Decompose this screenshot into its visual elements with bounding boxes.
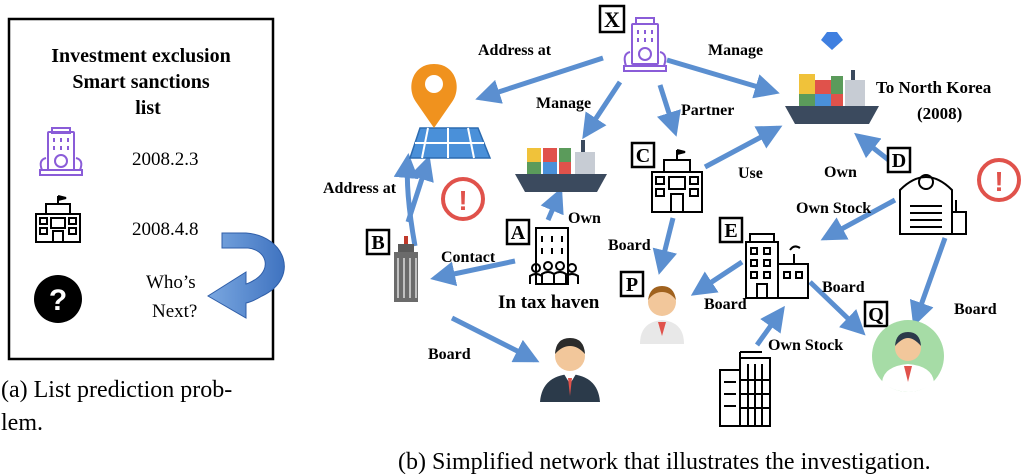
edge-x-manage-left bbox=[582, 80, 623, 140]
edge-e-board-p bbox=[690, 259, 744, 296]
label-manage-left: Manage bbox=[536, 95, 591, 112]
node-q-letter: Q bbox=[868, 304, 884, 326]
label-manage-right: Manage bbox=[708, 42, 763, 59]
label-board-e-p: Board bbox=[704, 296, 747, 313]
list-title-line-2: Smart sanctions bbox=[72, 71, 209, 93]
node-e: E bbox=[718, 216, 809, 299]
label-board-d: Board bbox=[954, 301, 997, 318]
company-building-icon bbox=[529, 227, 579, 285]
bank-building-icon bbox=[623, 17, 667, 72]
network-edges bbox=[405, 55, 948, 363]
label-contact: Contact bbox=[441, 249, 496, 266]
label-board-c: Board bbox=[608, 237, 651, 254]
node-a-sublabel: In tax haven bbox=[498, 292, 600, 313]
label-board-b: Board bbox=[428, 346, 471, 363]
alert-icon-left: ! bbox=[441, 177, 485, 221]
label-partner: Partner bbox=[681, 102, 734, 119]
node-b-letter: B bbox=[371, 232, 384, 254]
person-in-circle-icon bbox=[872, 320, 944, 392]
person-icon bbox=[640, 286, 684, 344]
office-building-icon bbox=[651, 149, 703, 213]
bank-entry-date: 2008.2.3 bbox=[132, 149, 199, 170]
edge-a-contact bbox=[430, 258, 516, 287]
label-address-at-left: Address at bbox=[323, 180, 397, 197]
office-tower-icon bbox=[745, 233, 809, 299]
alert-icon-right: ! bbox=[977, 158, 1021, 202]
node-a: A bbox=[505, 218, 579, 285]
node-c-letter: C bbox=[636, 145, 650, 167]
label-own-a: Own bbox=[568, 210, 601, 227]
edge-x-partner bbox=[657, 84, 681, 137]
north-korea-label-line-1: To North Korea bbox=[876, 78, 992, 97]
label-use: Use bbox=[738, 165, 763, 182]
edge-b-map-curve bbox=[393, 153, 419, 247]
cargo-ship-icon-right bbox=[785, 32, 879, 124]
node-d: D bbox=[886, 146, 967, 235]
caption-a-line-1: (a) List prediction prob- bbox=[1, 377, 232, 403]
node-p: P bbox=[619, 270, 684, 344]
label-own-d: Own bbox=[824, 164, 857, 181]
cargo-ship-icon-left bbox=[515, 140, 607, 192]
edge-a-own bbox=[540, 187, 564, 221]
office-entry-date: 2008.4.8 bbox=[132, 219, 199, 240]
edge-b-board bbox=[450, 315, 540, 363]
node-a-letter: A bbox=[511, 222, 526, 244]
node-b: B bbox=[365, 228, 418, 302]
office-building-icon bbox=[35, 195, 81, 243]
businessman-icon bbox=[540, 338, 600, 402]
edge-ownstock-e bbox=[754, 305, 785, 347]
factory-icon bbox=[899, 174, 967, 235]
label-address-at-top: Address at bbox=[478, 42, 552, 59]
curved-arrow-icon bbox=[207, 232, 285, 319]
edge-e-board-q bbox=[808, 280, 866, 336]
skyscraper-icon bbox=[719, 351, 771, 427]
edge-c-use bbox=[703, 125, 783, 170]
who-next-line-1: Who’s bbox=[146, 272, 196, 293]
question-mark-icon bbox=[34, 275, 82, 323]
node-e-letter: E bbox=[724, 220, 737, 242]
label-own-stock-d: Own Stock bbox=[796, 200, 871, 217]
alert-glyph-left: ! bbox=[458, 185, 467, 216]
edge-d-board bbox=[909, 237, 948, 327]
alert-glyph-right: ! bbox=[994, 166, 1003, 197]
list-title-line-1: Investment exclusion bbox=[51, 45, 230, 67]
node-d-letter: D bbox=[892, 150, 906, 172]
label-own-stock-bottom: Own Stock bbox=[768, 337, 843, 354]
list-prediction-panel: Investment exclusion Smart sanctions lis… bbox=[1, 17, 285, 436]
edge-c-board bbox=[652, 217, 677, 275]
edge-x-manage-right bbox=[666, 57, 780, 99]
edge-labels: Address at Manage Manage Partner Use Own… bbox=[323, 42, 997, 363]
list-title-line-3: list bbox=[135, 97, 161, 119]
node-q: Q bbox=[863, 300, 944, 392]
who-next-line-2: Next? bbox=[152, 301, 197, 322]
north-korea-label-line-2: (2008) bbox=[917, 104, 962, 123]
node-x: X bbox=[598, 4, 667, 72]
bank-building-icon bbox=[39, 127, 83, 176]
edge-x-addressat bbox=[475, 55, 604, 104]
label-board-e-q: Board bbox=[822, 279, 865, 296]
node-c: C bbox=[630, 141, 703, 213]
node-x-letter: X bbox=[604, 7, 620, 32]
edge-d-ownstock bbox=[820, 197, 897, 241]
caption-b: (b) Simplified network that illustrates … bbox=[398, 449, 931, 474]
question-mark-glyph: ? bbox=[49, 284, 67, 317]
node-p-letter: P bbox=[626, 274, 638, 296]
tower-building-icon bbox=[394, 236, 418, 302]
map-pin-icon bbox=[408, 64, 492, 159]
node-x-box bbox=[598, 4, 626, 34]
caption-a-line-2: lem. bbox=[1, 410, 43, 436]
diamond-icon bbox=[821, 32, 843, 50]
